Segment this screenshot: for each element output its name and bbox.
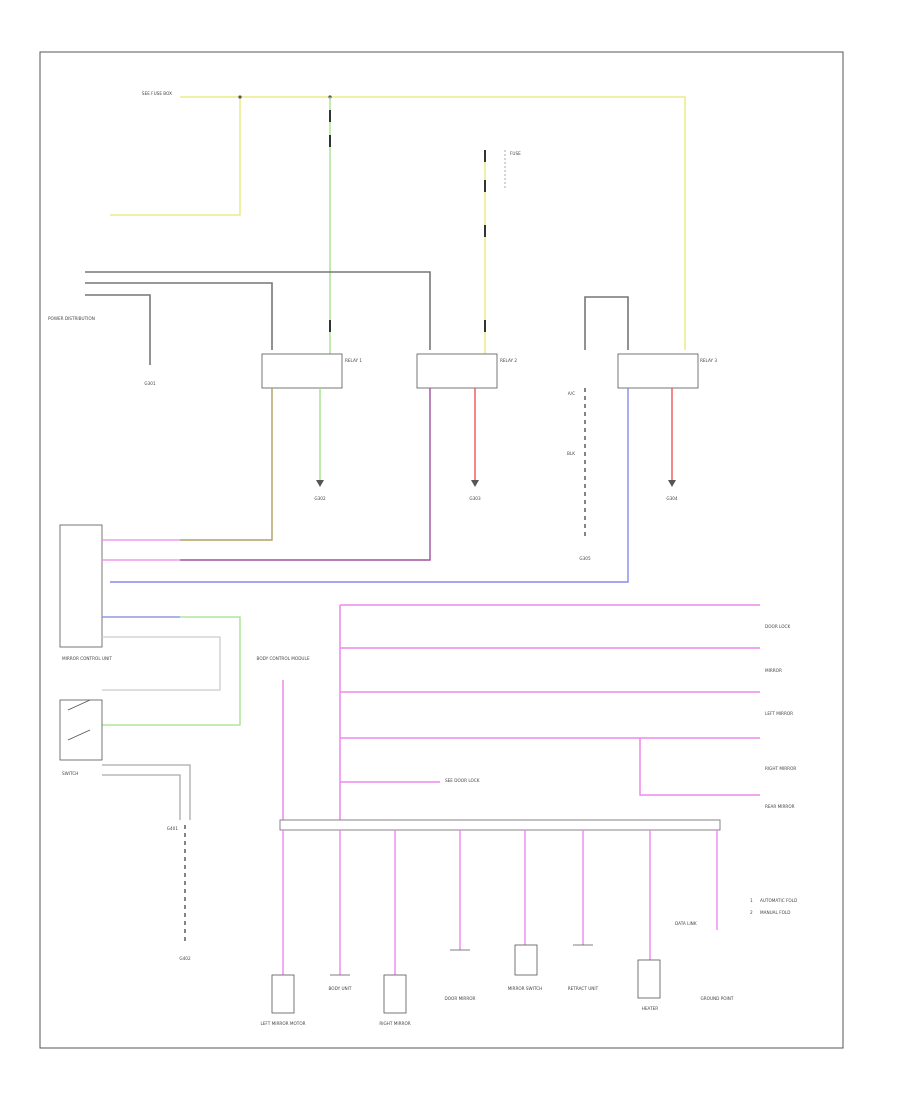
label-left-switch: SWITCH	[62, 771, 78, 776]
label-relay-box-left: POWER DISTRIBUTION	[48, 316, 95, 321]
diagram-frame	[39, 51, 844, 1049]
label-bottom-3: RIGHT MIRROR	[379, 1021, 410, 1026]
label-ground-c: G303	[469, 496, 481, 501]
label-bottom-8: GROUND POINT	[701, 996, 734, 1001]
label-left-module: MIRROR CONTROL UNIT	[62, 656, 112, 661]
label-right-2: MIRROR	[765, 668, 782, 673]
bottom-box-7	[637, 959, 661, 999]
wire-bottom-drops	[282, 830, 718, 975]
wire-relay-outputs	[110, 388, 673, 583]
label-relay-2: RELAY 2	[500, 358, 517, 363]
wire-yellow-top	[110, 96, 686, 350]
label-ground-b: G302	[314, 496, 326, 501]
relay-1-box	[261, 353, 343, 389]
wire-gray-right	[584, 296, 629, 350]
label-bottom-note: DATA LINK	[675, 921, 697, 926]
wire-pink-bus	[282, 604, 760, 825]
label-ground-a: G301	[144, 381, 156, 386]
wire-gray-switch	[102, 764, 191, 820]
switch-contacts	[67, 699, 91, 741]
label-ground-d: G304	[666, 496, 678, 501]
label-relay-3: RELAY 3	[700, 358, 717, 363]
relay-3-box	[617, 353, 699, 389]
label-right-4: RIGHT MIRROR	[765, 766, 796, 771]
label-bottom-4: DOOR MIRROR	[445, 996, 476, 1001]
label-side-b: BLK	[567, 451, 575, 456]
label-left-ground-2: G402	[179, 956, 191, 961]
label-right-3: LEFT MIRROR	[765, 711, 793, 716]
legend-2-text: MANUAL FOLD	[760, 910, 790, 915]
label-bottom-1: LEFT MIRROR MOTOR	[260, 1021, 305, 1026]
label-side-ac: A/C	[568, 391, 575, 396]
bottom-box-3	[383, 974, 407, 1014]
bus-bar	[279, 819, 721, 831]
label-bottom-7: HEATER	[642, 1006, 659, 1011]
label-mid-note: SEE DOOR LOCK	[445, 778, 480, 783]
label-fuse-top-right: FUSE	[510, 151, 521, 156]
label-bottom-2: BODY UNIT	[329, 986, 352, 991]
label-bottom-5: MIRROR SWITCH	[508, 986, 543, 991]
left-module-box	[59, 524, 103, 648]
bottom-box-1	[271, 974, 295, 1014]
relay-2-box	[416, 353, 498, 389]
relay-grounds	[316, 480, 676, 487]
legend-1-num: 1	[750, 898, 753, 903]
label-ground-e: G305	[579, 556, 591, 561]
label-left-ground: G401	[167, 826, 179, 831]
wire-gray-harness	[85, 271, 431, 365]
splice-1	[238, 95, 242, 99]
left-switch-box	[59, 699, 103, 761]
label-right-5: REAR MIRROR	[765, 804, 795, 809]
label-center-module: BODY CONTROL MODULE	[257, 656, 310, 661]
legend-1-text: AUTOMATIC FOLD	[760, 898, 797, 903]
label-top-left-junction: SEE FUSE BOX	[142, 91, 172, 96]
label-right-1: DOOR LOCK	[765, 624, 790, 629]
bottom-box-5	[514, 944, 538, 976]
label-relay-1: RELAY 1	[345, 358, 362, 363]
wire-left-module	[102, 539, 241, 726]
legend-2-num: 2	[750, 910, 753, 915]
label-bottom-6: RETRACT UNIT	[568, 986, 599, 991]
